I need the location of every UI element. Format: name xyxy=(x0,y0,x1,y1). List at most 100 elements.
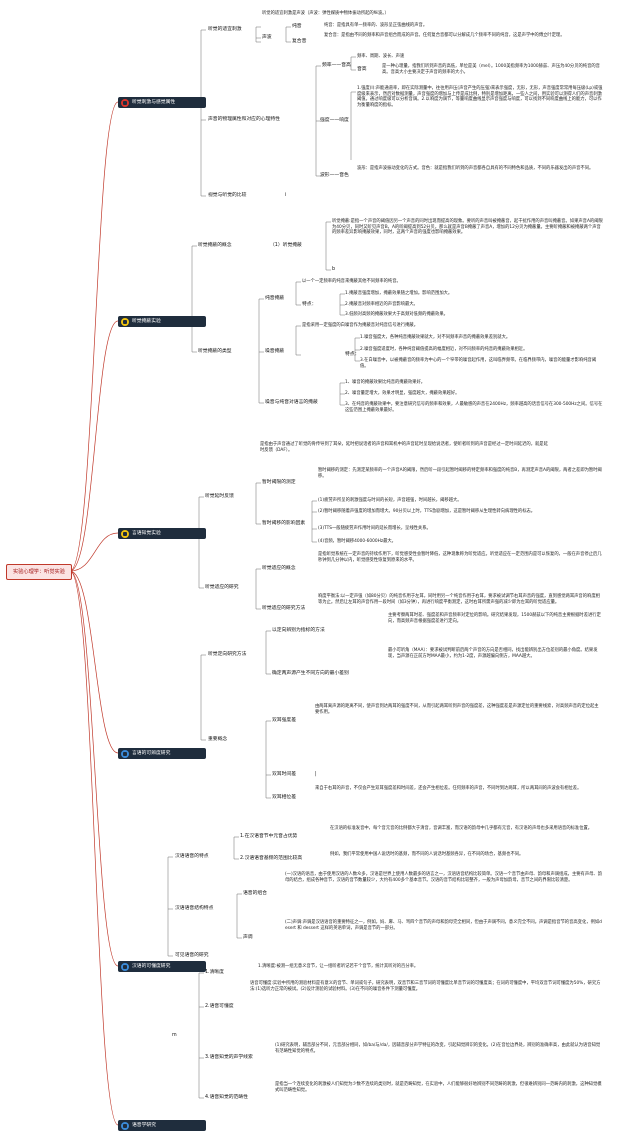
text-intelligibility: 语音可懂度:实验中所用的测验材料是有意义的音节、单词或句子，研究表明，双音节和三… xyxy=(250,981,601,992)
node-adapt-concept[interactable]: 听觉适应的概念 xyxy=(262,566,296,571)
node-clarity[interactable]: 1.清晰度 xyxy=(205,970,224,975)
node-binaural-intensity[interactable]: 双耳强度差 xyxy=(272,718,296,723)
node-relation[interactable]: 声音的物理属性和对应的心理特性 xyxy=(208,117,280,122)
blue-block-icon xyxy=(121,1121,129,1130)
text-intensity: 1.强度(I):声能通道率，即在实际测量中，往往用声压(声音产生的压强)来表示强… xyxy=(357,86,603,108)
node-locate-method[interactable]: 听觉定向研究方法 xyxy=(208,652,247,657)
text-pure-tone: 纯音：是指具有单一频率的、波形呈正弦曲线的声音。 xyxy=(324,23,428,28)
node-status-b[interactable]: 2.汉语语音基频的范围比较高 xyxy=(240,856,303,861)
text-delay-feedback: 是指由于声音通过了听觉的骨传导到了耳朵，延时把说话者的声音和耳机中的声音延时呈现… xyxy=(260,442,548,453)
text-locate-b: 最小可听角（MAA）：要求被试判断前后两个声音的方向是否相同，找出能辨别出方位差… xyxy=(388,648,598,659)
text-status-b: 例如，我们平常使用中国人说话时的基频，而不同的人说话时基频各异，在不同的场合，基… xyxy=(330,852,524,857)
node-locate-a[interactable]: 以定向辨别为指标的方法 xyxy=(272,628,325,633)
blue-block-icon xyxy=(121,962,129,971)
text-mask-concept: 听觉掩蔽:是指一个声音的阈值因另一个声音的同时出现而提高的现象。要听的声音叫被掩… xyxy=(332,219,603,236)
node-frequency[interactable]: 频率——音高 xyxy=(322,63,351,68)
node-adapt[interactable]: 听觉适应的研究 xyxy=(205,585,239,590)
text-speech-mask-b: 2、噪音量定增大，效果才明显，强度越大，掩蔽效果越好。 xyxy=(345,391,460,396)
red-block-icon xyxy=(121,98,129,107)
node-mask-concept[interactable]: 听觉掩蔽的概念 xyxy=(198,243,232,248)
node-sound-wave[interactable]: 声波 xyxy=(262,35,272,40)
node-important-concept[interactable]: 重要概念 xyxy=(208,737,228,742)
section-6-node[interactable]: 语音学研究 xyxy=(118,1120,206,1131)
text-pure-mask-c: 2.掩蔽音对频率相近的声音影响最大。 xyxy=(345,302,418,307)
text-delay-define: 暂时阈移的测定：先测定某频率的一个声音A的阈限，然后听一段引起暂时阈移的特定频率… xyxy=(318,468,602,479)
text-noise-mask-b: 1.噪音强度大，各种纯音掩蔽效果就大，对不同频率声音的掩蔽效果差别就大。 xyxy=(360,335,511,340)
section-3-node[interactable]: 言语知觉实验 xyxy=(118,528,206,539)
node-status-a[interactable]: 1.在汉语音节中元音占优势 xyxy=(240,834,298,839)
text-delay-factor-d: (4)音频，暂时阈移4000-6000Hz最大。 xyxy=(318,539,396,544)
node-binaural-phase[interactable]: 双耳相位差 xyxy=(272,795,296,800)
root-link xyxy=(69,570,119,1126)
section-5-node[interactable]: 汉语的可懂度研究 xyxy=(118,961,206,972)
node-binaural-time[interactable]: 双耳时间差 xyxy=(272,772,296,777)
text-stimulus: 听觉的适宜刺激是声波（声波：弹性媒质中物体振动所起的纵波。） xyxy=(262,11,389,16)
text-adapt-concept: 是指听觉系统在一定声音的持续作用下，听觉感受性会暂时降低，这种现象称为听觉适应。… xyxy=(318,552,602,563)
text-delay-factor-a: (1)疲劳声所呈的刺激强度与时间的长短，声音越强，时间越长，阈移越大。 xyxy=(318,498,462,503)
node-adapt-method[interactable]: 听觉适应的研究方法 xyxy=(262,606,306,611)
node-mask-types[interactable]: 听觉掩蔽的类型 xyxy=(198,349,232,354)
section-2-node[interactable]: 听觉掩蔽实验 xyxy=(118,316,206,327)
node-mask-mark: b xyxy=(332,267,336,272)
node-intensity[interactable]: 强度——响度 xyxy=(320,118,349,123)
blue-block-icon xyxy=(121,749,129,758)
root-link xyxy=(69,532,119,572)
node-pitch[interactable]: 音高 xyxy=(357,67,367,72)
root-node[interactable]: 实验心理学：听觉实验 xyxy=(6,564,72,580)
node-noise-mask-feature[interactable]: 特点： xyxy=(345,352,360,357)
section-label: 听觉刺激与感觉属性 xyxy=(132,100,176,105)
node-delay-feedback[interactable]: 听觉延时反馈 xyxy=(205,494,234,499)
text-complex-tone: 复合音：是指由不同的频率和声音组合而成的声音。任何复合音都可以分解成几个频率不同… xyxy=(324,33,565,38)
text-noise-mask-c: 2.噪音强度适度时，各种纯音阈值提高的幅度相近，对不同频率的纯音的掩蔽效果相近。 xyxy=(360,347,528,352)
section-1-node[interactable]: 听觉刺激与感觉属性 xyxy=(118,97,206,108)
text-speech-mask-a: 1、噪音的掩蔽效果比纯音的掩蔽效果好。 xyxy=(345,380,426,385)
node-s6-mark: m xyxy=(172,1033,177,1038)
node-stimulus[interactable]: 听觉的适宜刺激 xyxy=(208,27,242,32)
node-speech-mask[interactable]: 噪音与纯音对语言的掩蔽 xyxy=(265,400,318,405)
node-waveform[interactable]: 波形——音色 xyxy=(320,173,349,178)
node-noise-mask[interactable]: 噪音掩蔽 xyxy=(265,349,285,354)
node-compare[interactable]: 视觉与听觉的比较 xyxy=(208,193,247,198)
text-speech-mask-c: 3、在纯音的掩蔽效果中，要注意研究信号的频率和效果，人最敏感的声音在2400Hz… xyxy=(345,402,603,413)
root-link xyxy=(69,320,119,572)
node-delay-factor[interactable]: 暂时阈移的影响因素 xyxy=(262,521,306,526)
node-feature-combo[interactable]: 语音的组合 xyxy=(243,891,267,896)
text-delay-factor-c: (3)TTS一般随疲劳声作用时间的延长而增长，呈线性关系。 xyxy=(318,526,431,531)
node-feature-tone[interactable]: 声调 xyxy=(243,935,253,940)
node-pure-tone[interactable]: 纯音 xyxy=(292,24,302,29)
node-intelligibility[interactable]: 2.语音可懂度 xyxy=(205,1004,234,1009)
text-frequency: 频率、周期、波长、声速 xyxy=(357,54,405,59)
node-visible-speech[interactable]: 可见语音的研究 xyxy=(175,953,209,958)
text-locate-a: 主要考察两耳时差、强度差和声音频率对定位的影响。研究结果发现，1500赫兹以下的… xyxy=(388,613,601,624)
node-categorical[interactable]: 4.语音知觉的范畴性 xyxy=(205,1095,248,1100)
node-pure-mask[interactable]: 纯音掩蔽 xyxy=(265,296,285,301)
node-delay-define[interactable]: 暂时阈限的测定 xyxy=(262,480,296,485)
text-pitch: 是一种心理量，指我们听到声音的高低，单位是美（mel）。1000美指频率为100… xyxy=(382,64,600,75)
text-noise-mask-a: 是指采用一定强度的白噪音作为掩蔽音对纯音信号进行掩蔽。 xyxy=(302,323,419,328)
text-pure-mask-d: 3.低频对高频的掩蔽效果大于高频对低频的掩蔽效果。 xyxy=(345,312,448,317)
text-delay-factor-b: (2)暂时阈移随着声强度的增加而增大。90分贝以上时，TTS急剧增加，这是暂时阈… xyxy=(318,509,536,514)
node-compare-mark: i xyxy=(285,193,287,198)
text-categorical: 是指当一个连续变化的刺激被人们知觉为少数不连续的类别时，就是范畴知觉，在实验中，… xyxy=(275,1082,602,1093)
node-complex-tone[interactable]: 复合音 xyxy=(292,39,307,44)
text-perception-cue: (1)研究表明，辅音部分不同，元音部分相同，如/ba/与/da/，因辅音部分声学… xyxy=(275,1043,601,1054)
node-chinese-status[interactable]: 汉语语音的特点 xyxy=(175,854,209,859)
node-mask-define[interactable]: （1）听觉掩蔽 xyxy=(270,243,302,248)
node-pure-mask-feature[interactable]: 特点： xyxy=(302,302,317,307)
root-link xyxy=(69,570,119,754)
text-feature-tone: (二)声调:声调是汉语语音的重要特征之一，例如，妈、麻、马、骂四个音节的声母和韵… xyxy=(285,920,602,931)
node-chinese-feature[interactable]: 汉语语音结构特点 xyxy=(175,906,214,911)
node-locate-b[interactable]: 确定两声源产生不同方向的最小差别 xyxy=(272,671,349,676)
mark-binaural-time: | xyxy=(315,772,317,777)
text-binaural-phase: 来自于右耳的声音，不仅会产生双耳强度差和时间差，还会产生相位差。任何频率的声音，… xyxy=(315,786,582,791)
section-label: 言语知觉实验 xyxy=(132,531,161,536)
section-label: 言语的可辨度研究 xyxy=(132,751,171,756)
text-pure-mask-b: 1.掩蔽音强度增加，掩蔽效果随之增加。影响范围加大。 xyxy=(345,291,453,296)
node-perception-cue[interactable]: 3.语音知觉的声学线索 xyxy=(205,1055,253,1060)
section-4-node[interactable]: 言语的可辨度研究 xyxy=(118,748,206,759)
text-pure-mask-a: 以一个一定频率的纯音来掩蔽其他不同频率的纯音。 xyxy=(302,279,401,284)
text-feature-combo: (一)汉语的语音，由于使用汉语的人数众多，汉语是世界上使用人数最多的语言之一，汉… xyxy=(285,872,603,883)
text-noise-mask-d: 3.在白噪音中，以被掩蔽音的频率为中心的一个窄带的噪音起作用，这叫临界频带。在临… xyxy=(360,358,597,369)
